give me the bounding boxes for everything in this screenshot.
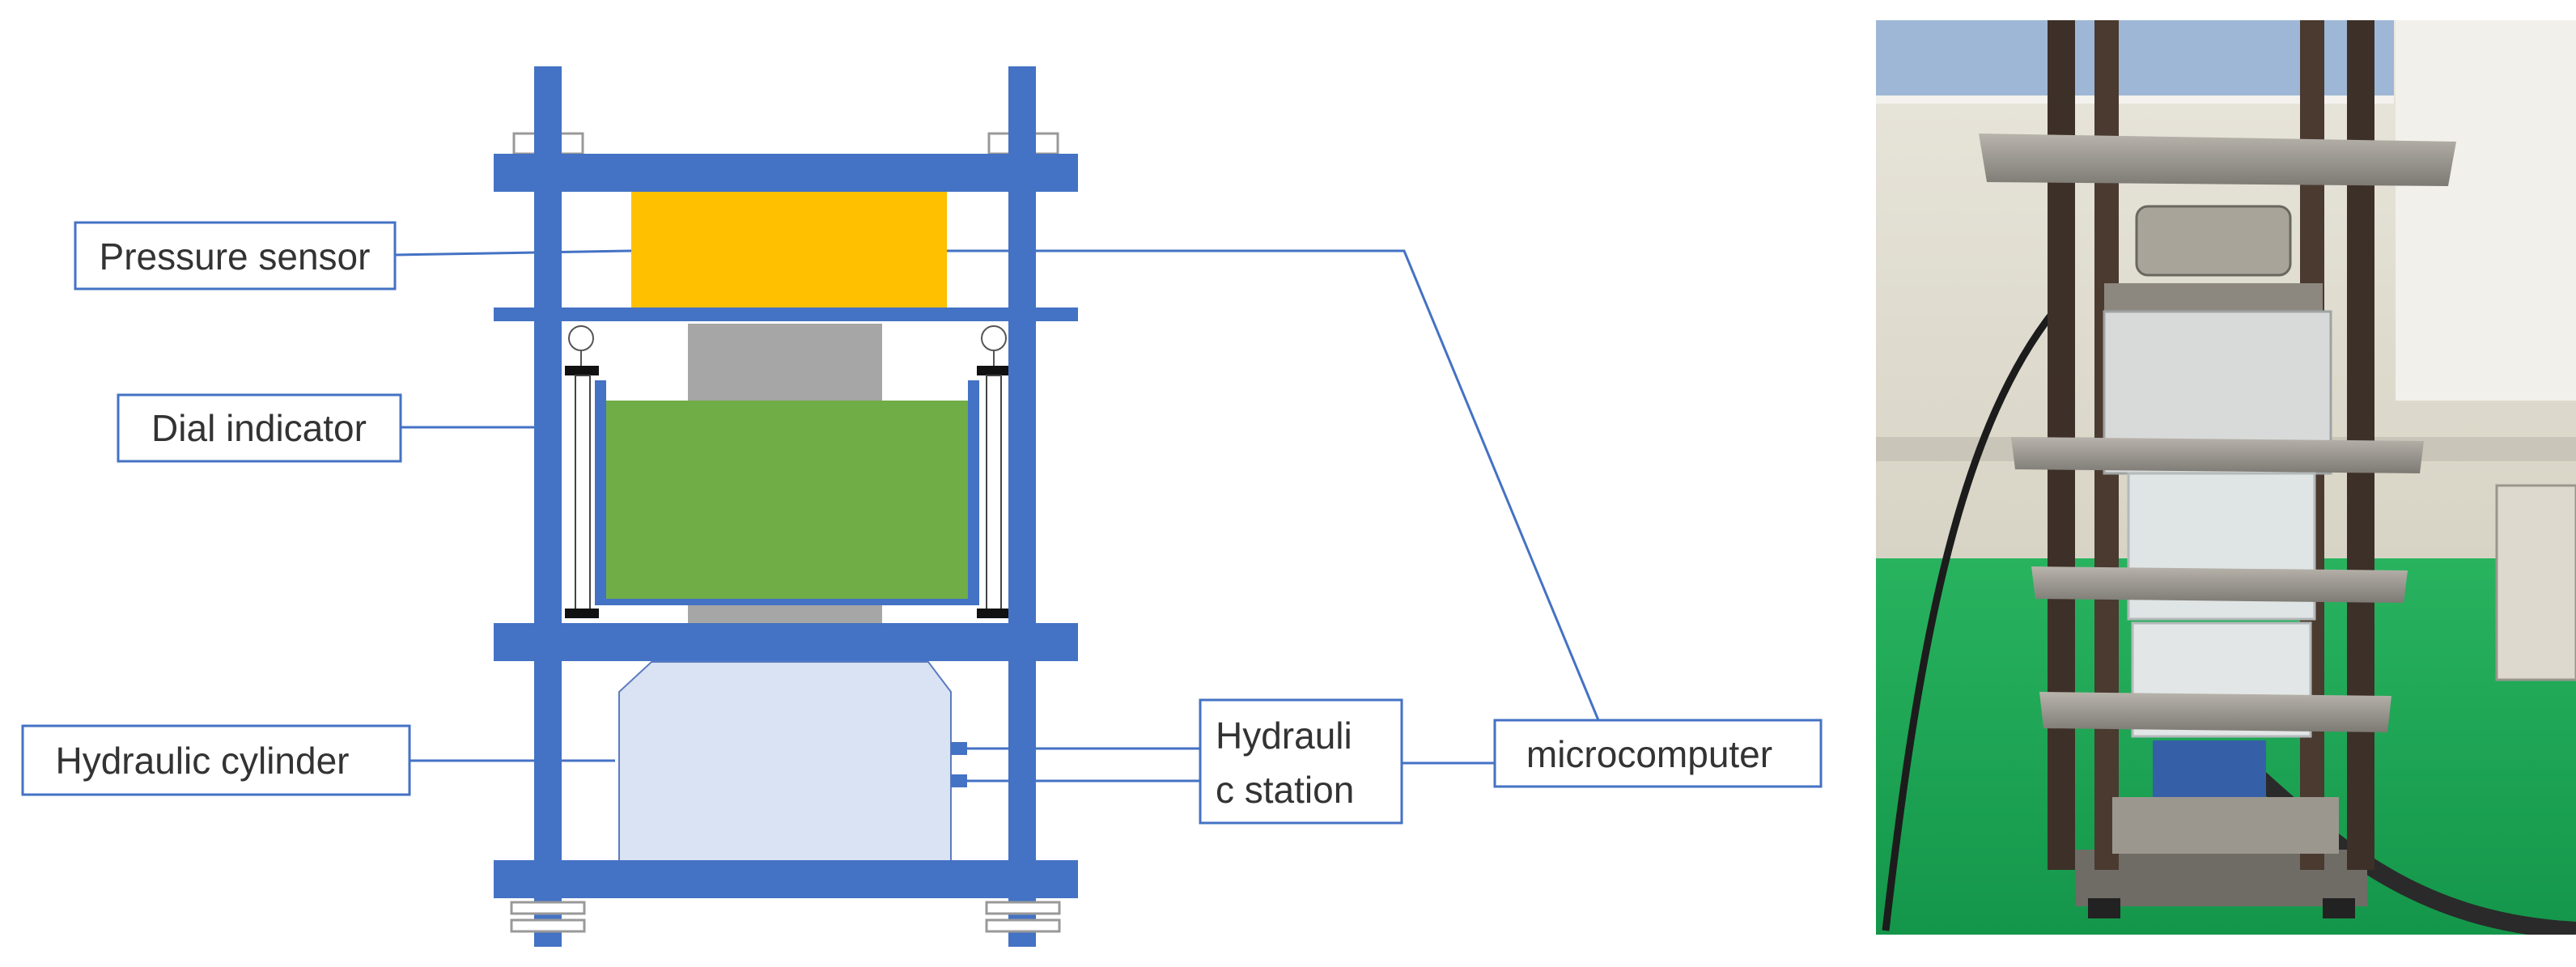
photo-side-machine xyxy=(2495,484,2576,681)
label-hydraulic-station-line1: Hydrauli xyxy=(1216,715,1352,757)
leader-lines xyxy=(394,249,1600,783)
schematic-diagram: Pressure sensor Dial indicator Hydraulic… xyxy=(21,66,1823,947)
dial-gauge-right-icon xyxy=(981,325,1007,351)
frame-feet xyxy=(510,901,1061,933)
photo-plate-4 xyxy=(2039,692,2391,732)
label-dial-indicator-text: Dial indicator xyxy=(151,407,367,449)
leader-pressure-sensor xyxy=(394,249,632,257)
photo-cable xyxy=(1882,297,2067,931)
photo-plate-2 xyxy=(2011,437,2424,473)
hydraulic-port-lower xyxy=(951,774,967,787)
photo-load-cell xyxy=(2135,205,2292,277)
pressure-sensor-block xyxy=(631,192,947,309)
soil-box-wall-left xyxy=(595,380,606,603)
photo-cabinet xyxy=(2396,20,2576,401)
frame-top-plate xyxy=(494,154,1078,192)
apparatus-photo xyxy=(1876,20,2576,935)
label-hydraulic-station-line2: c station xyxy=(1216,769,1354,811)
label-microcomputer: microcomputer xyxy=(1493,719,1823,788)
soil-box-base xyxy=(595,599,979,605)
label-hydraulic-station: Hydrauli c station xyxy=(1199,698,1403,825)
leader-microcomputer xyxy=(947,249,1600,721)
label-pressure-sensor: Pressure sensor xyxy=(74,221,397,291)
frame-rod-right xyxy=(1008,66,1036,947)
label-hydraulic-cylinder: Hydraulic cylinder xyxy=(21,724,411,796)
upper-platen xyxy=(688,324,882,405)
hydraulic-cylinder-body xyxy=(618,661,952,863)
photo-plate-3 xyxy=(2031,566,2408,603)
dial-gauge-left-icon xyxy=(568,325,594,351)
label-dial-indicator: Dial indicator xyxy=(117,393,402,463)
frame-sensor-plate xyxy=(494,307,1078,321)
soil-box xyxy=(595,401,979,603)
label-microcomputer-text: microcomputer xyxy=(1526,733,1772,775)
frame-rod-left xyxy=(534,66,562,947)
label-pressure-sensor-text: Pressure sensor xyxy=(100,235,371,278)
frame-bottom-plate xyxy=(494,860,1078,898)
photo-top-plate xyxy=(1979,134,2456,186)
photo-cylinder xyxy=(2153,740,2266,797)
soil-box-wall-right xyxy=(968,380,979,603)
hydraulic-port-upper xyxy=(951,742,967,755)
dial-indicator-left xyxy=(565,325,599,618)
frame-middle-plate xyxy=(494,623,1078,661)
dial-indicator-right xyxy=(977,325,1011,618)
label-hydraulic-cylinder-text: Hydraulic cylinder xyxy=(55,740,349,782)
